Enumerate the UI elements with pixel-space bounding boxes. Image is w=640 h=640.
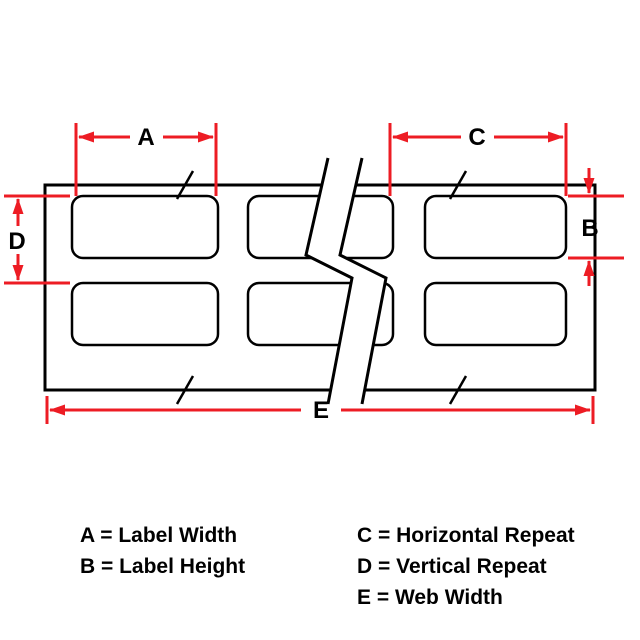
dimension-a: A	[74, 123, 218, 196]
slash-mark	[175, 375, 195, 405]
label-cell	[246, 281, 395, 347]
edge-slash-marks	[175, 170, 468, 405]
dimension-b: B	[568, 168, 624, 286]
slash-mark	[448, 375, 468, 405]
dimension-e: E	[45, 396, 595, 424]
break-gap	[306, 158, 386, 404]
label-cell	[70, 194, 220, 260]
dim-letter-e: E	[313, 397, 329, 424]
legend-vertical-repeat: D = Vertical Repeat	[357, 555, 547, 578]
dim-letter-b: B	[581, 215, 598, 242]
label-cell	[423, 281, 568, 347]
legend: A = Label Width B = Label Height C = Hor…	[80, 524, 575, 609]
dim-letter-c: C	[468, 124, 485, 151]
legend-label-width: A = Label Width	[80, 524, 237, 547]
break-line-left	[304, 157, 354, 405]
label-cell	[70, 281, 220, 347]
legend-web-width: E = Web Width	[357, 586, 503, 609]
break-line-right	[338, 157, 388, 405]
legend-horizontal-repeat: C = Horizontal Repeat	[357, 524, 575, 547]
label-row-bottom	[70, 281, 568, 347]
dim-letter-a: A	[137, 124, 154, 151]
dim-letter-d: D	[8, 228, 25, 255]
slash-mark	[175, 170, 195, 200]
dimension-d: D	[4, 194, 70, 285]
web-break	[304, 157, 388, 405]
slash-mark	[448, 170, 468, 200]
web-outline	[43, 183, 597, 392]
label-cell	[423, 194, 568, 260]
legend-label-height: B = Label Height	[80, 555, 245, 578]
dimension-c: C	[388, 123, 568, 196]
